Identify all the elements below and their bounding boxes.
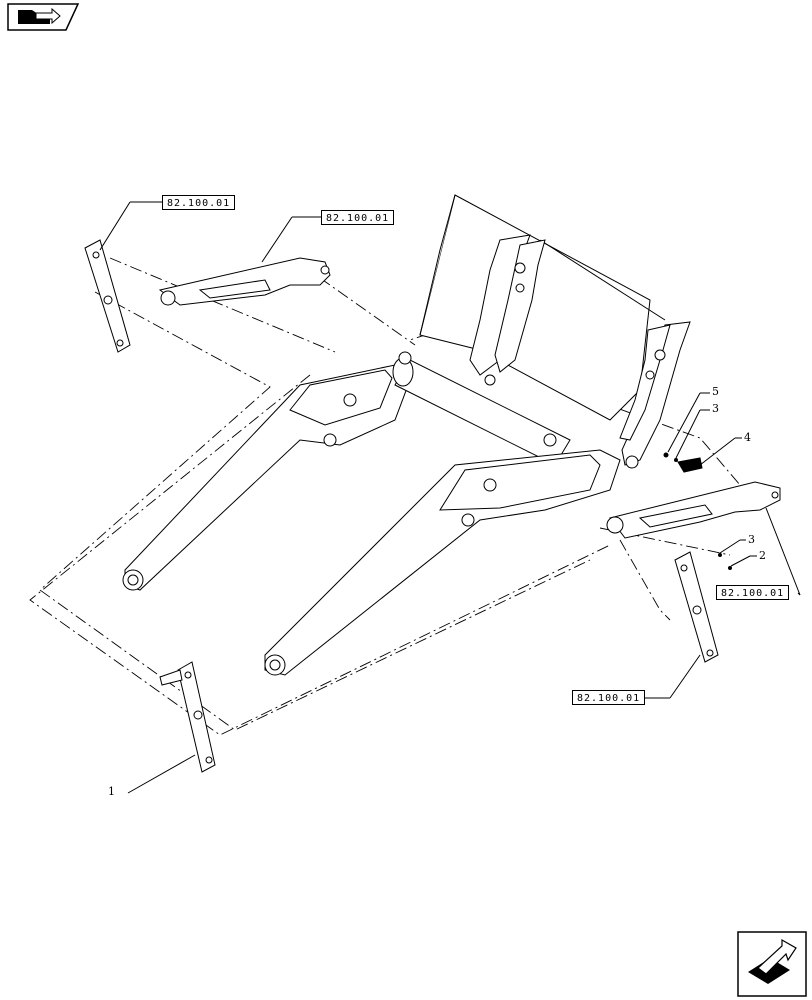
ref-label-bottom-right[interactable]: 82.100.01 xyxy=(572,690,646,705)
ref-label-right[interactable]: 82.100.01 xyxy=(716,585,790,600)
bracket-right xyxy=(674,551,719,663)
ref-label-top-left[interactable]: 82.100.01 xyxy=(162,195,236,210)
callout-5: 5 xyxy=(712,385,719,398)
callout-3b: 3 xyxy=(748,533,755,546)
bucket-linkage xyxy=(469,234,691,469)
next-page-arrow-icon[interactable] xyxy=(737,931,807,997)
link-right xyxy=(606,481,781,539)
ref-label-top-mid[interactable]: 82.100.01 xyxy=(321,210,395,225)
callout-1: 1 xyxy=(108,785,115,798)
bucket xyxy=(419,194,666,421)
bracket-top-left xyxy=(84,239,131,353)
callout-2: 2 xyxy=(759,549,766,562)
callout-3a: 3 xyxy=(712,402,719,415)
book-arrow-icon[interactable] xyxy=(7,3,80,31)
loader-frame xyxy=(122,351,621,676)
bracket-part-1 xyxy=(159,661,216,773)
link-top xyxy=(158,257,331,306)
leader-lines xyxy=(99,201,801,794)
small-hardware xyxy=(663,452,732,570)
callout-4: 4 xyxy=(744,431,751,444)
